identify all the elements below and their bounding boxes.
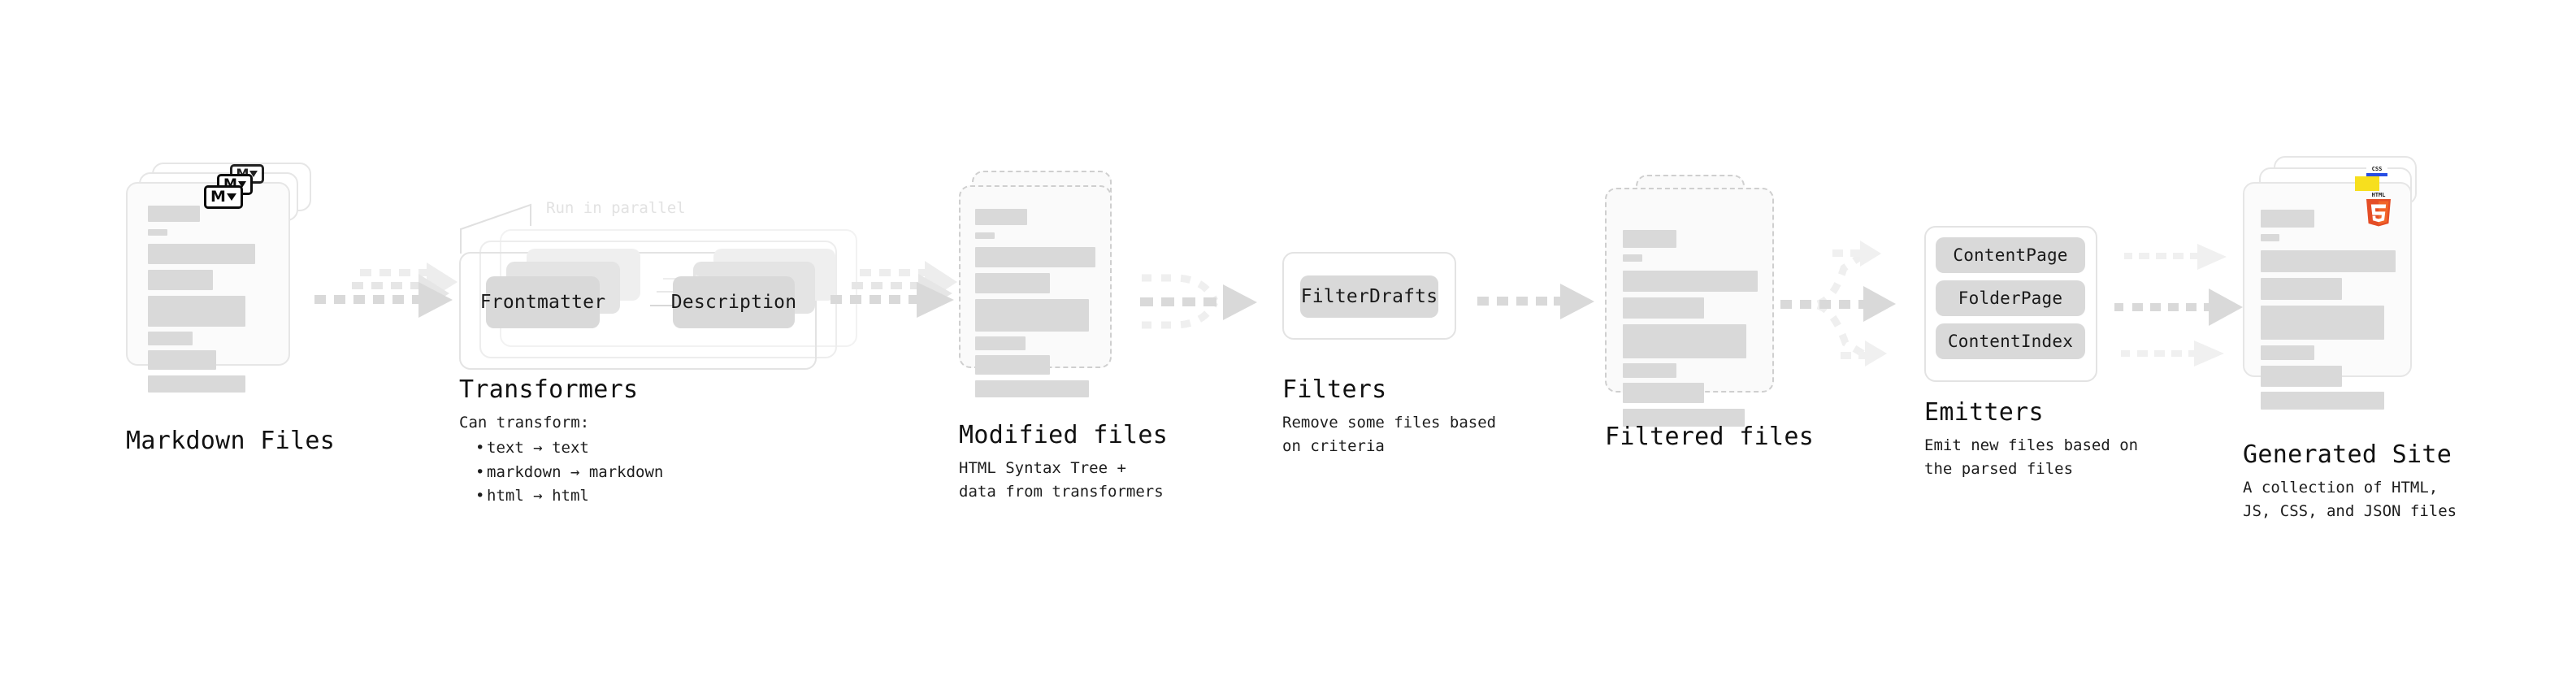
content-bar (1623, 230, 1676, 248)
connector-transformers-to-modified (830, 261, 957, 318)
transformers-description: Can transform: text → text markdown → ma… (459, 411, 663, 509)
content-bar (1623, 297, 1704, 319)
content-bar (975, 299, 1089, 332)
markdown-files-card-front (126, 182, 290, 393)
content-bar (1623, 254, 1642, 262)
run-in-parallel-bracket (460, 203, 531, 254)
connector-emitters-to-site (2114, 244, 2243, 367)
content-bar (1623, 409, 1745, 427)
svg-text:CSS: CSS (2372, 166, 2383, 172)
transformer-chip-frontmatter[interactable]: Frontmatter (480, 276, 605, 328)
content-bar (975, 355, 1050, 375)
stage-title-filtered-files: Filtered files (1605, 423, 1815, 451)
transform-item: html → html (475, 484, 663, 509)
content-bar (148, 270, 213, 290)
js-icon (2355, 176, 2379, 191)
content-bar (148, 350, 216, 370)
stage-title-transformers: Transformers (459, 375, 639, 404)
content-bar (148, 375, 245, 393)
content-bar (1623, 383, 1704, 403)
content-bar (1623, 363, 1676, 378)
content-bar (2261, 210, 2314, 228)
content-bar (2261, 366, 2342, 387)
content-bar (975, 380, 1089, 397)
content-bar (2261, 306, 2384, 340)
modified-files-description: HTML Syntax Tree + data from transformer… (959, 459, 1164, 501)
emitters-description: Emit new files based on the parsed files (1924, 436, 2139, 478)
markdown-icon-letter: M (210, 188, 226, 206)
stage-title-generated-site: Generated Site (2243, 440, 2452, 469)
chip-label: ContentIndex (1947, 332, 2074, 351)
chip-label: FilterDrafts (1300, 286, 1438, 307)
chip-label: ContentPage (1953, 245, 2068, 265)
generated-site-description: A collection of HTML, JS, CSS, and JSON … (2243, 479, 2457, 520)
content-bar (148, 332, 193, 345)
content-bar (148, 229, 167, 236)
content-bar (975, 232, 995, 239)
svg-text:HTML: HTML (2372, 192, 2386, 198)
connector-filters-to-filtered (1477, 284, 1594, 319)
content-bar (1623, 271, 1758, 292)
content-bar (148, 206, 200, 222)
html5-icon: HTML (2366, 192, 2391, 227)
content-bar (2261, 392, 2384, 410)
stage-title-markdown-files: Markdown Files (126, 427, 336, 455)
transform-item: markdown → markdown (475, 461, 663, 485)
content-bar (1623, 324, 1746, 358)
transformers-description-head: Can transform: (459, 414, 590, 432)
content-bar (2261, 345, 2314, 360)
connector-modified-to-filters (1140, 274, 1257, 329)
stage-title-modified-files: Modified files (959, 421, 1169, 449)
transform-item: text → text (475, 436, 663, 461)
emitter-chip-contentpage[interactable]: ContentPage (1936, 237, 2085, 273)
emitter-chip-folderpage[interactable]: FolderPage (1936, 280, 2085, 316)
content-bar (975, 336, 1026, 350)
filter-chip-filterdrafts[interactable]: FilterDrafts (1300, 275, 1438, 318)
chip-label: FolderPage (1958, 288, 2063, 308)
transformer-chip-description[interactable]: Description (670, 276, 797, 328)
content-bar (975, 209, 1027, 225)
content-bar (2261, 250, 2396, 272)
chip-label: Frontmatter (479, 292, 606, 313)
filters-description: Remove some files based on criteria (1282, 414, 1497, 455)
markdown-icon-arrow (226, 193, 236, 201)
content-bar (975, 247, 1095, 267)
emitters-group (1924, 226, 2097, 382)
stage-title-emitters: Emitters (1924, 398, 2044, 427)
connector-filtered-to-emitters (1780, 241, 1896, 367)
run-in-parallel-label: Run in parallel (546, 199, 686, 217)
css-icon: CSS (2366, 164, 2387, 176)
chip-label: Description (670, 292, 797, 313)
content-bar (2261, 278, 2342, 300)
modified-files-card-front (959, 185, 1112, 397)
content-bar (148, 296, 245, 327)
content-bar (2261, 234, 2279, 241)
filters-group (1282, 252, 1456, 340)
markdown-icon: M (204, 185, 243, 209)
content-bar (975, 273, 1050, 293)
filtered-files-card-front (1605, 188, 1774, 427)
emitter-chip-contentindex[interactable]: ContentIndex (1936, 323, 2085, 359)
content-bar (148, 244, 255, 264)
stage-title-filters: Filters (1282, 375, 1387, 404)
connector-md-to-transformers (314, 262, 458, 318)
